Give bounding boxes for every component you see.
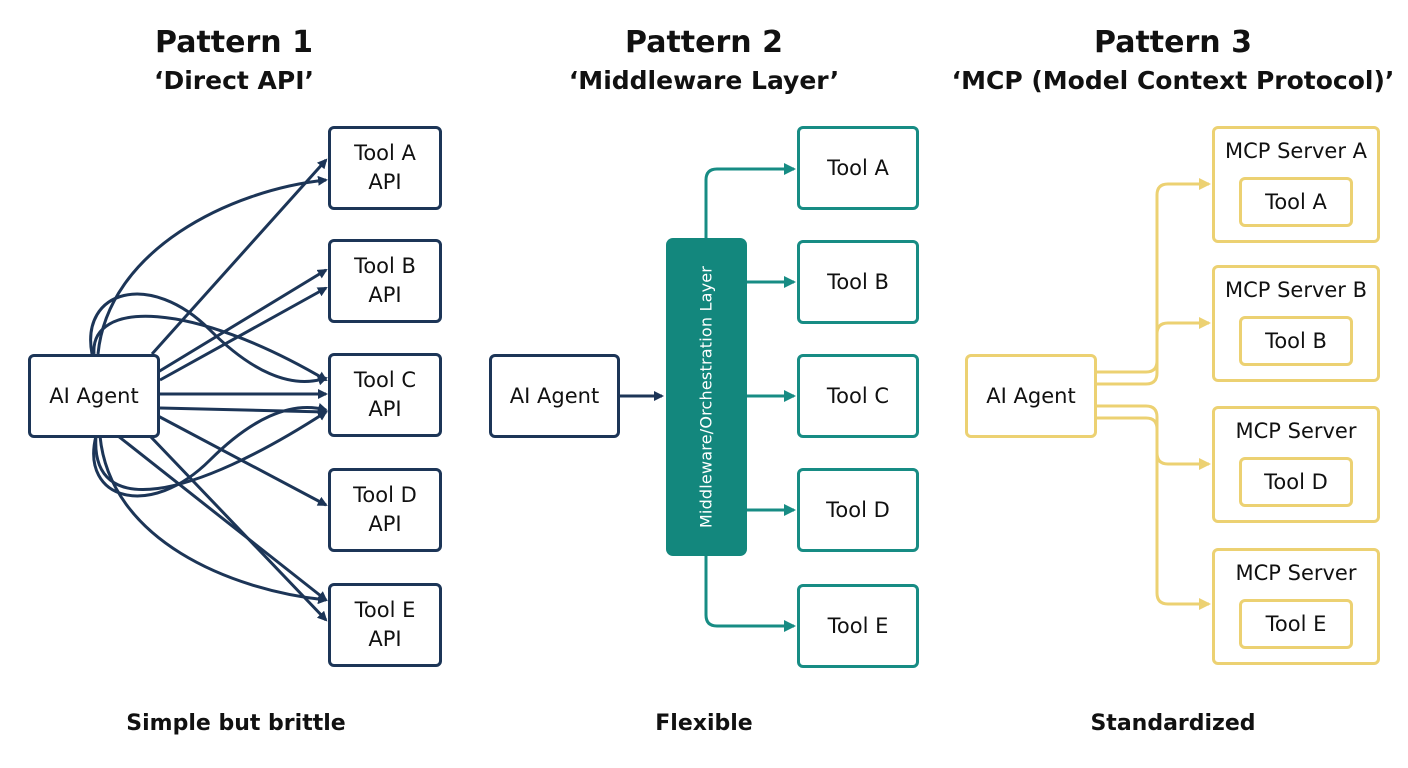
mcp-server-b-tool: Tool B (1239, 316, 1353, 366)
pattern2-caption: Flexible (655, 711, 753, 736)
pattern2-title: Pattern 2 (625, 25, 783, 60)
p1-line (117, 434, 328, 602)
p1-line (159, 286, 328, 382)
pattern3-subtitle: ‘MCP (Model Context Protocol)’ (951, 66, 1395, 95)
p2-line (704, 556, 796, 632)
p2-tool-e-label: Tool E (827, 613, 889, 638)
p1-tool-b: Tool B API (328, 239, 442, 323)
p1-line (150, 158, 328, 356)
pattern2-subtitle: ‘Middleware Layer’ (568, 66, 840, 95)
p2-tool-b: Tool B (797, 240, 919, 324)
p2-ai-agent: AI Agent (489, 354, 620, 438)
p2-tool-a: Tool A (797, 126, 919, 210)
p1-curve (98, 435, 328, 605)
middleware-layer-label: Middleware/Orchestration Layer (696, 265, 716, 529)
p1-line (159, 406, 328, 417)
p1-line (157, 268, 328, 374)
pattern3-connections (1097, 178, 1211, 610)
mcp-server-e-tool: Tool E (1239, 599, 1353, 649)
pattern1-connections (89, 158, 328, 622)
p1-tool-e-label: Tool E API (354, 598, 416, 651)
p1-tool-c-label: Tool C API (353, 368, 417, 421)
mcp-server-b: MCP Server B Tool B (1212, 265, 1380, 382)
pattern2-connections (620, 163, 796, 632)
p1-curve (96, 175, 328, 355)
p1-tool-c: Tool C API (328, 353, 442, 437)
p3-line (1097, 178, 1211, 374)
mcp-server-a-tool-label: Tool A (1265, 190, 1327, 214)
middleware-layer: Middleware/Orchestration Layer (666, 238, 747, 556)
mcp-server-b-label: MCP Server B (1224, 278, 1368, 302)
p1-curve (92, 314, 328, 382)
p1-curve (94, 410, 328, 491)
p1-ai-agent: AI Agent (28, 354, 160, 438)
mcp-server-d-label: MCP Server (1235, 419, 1357, 443)
p1-tool-a-label: Tool A API (354, 141, 416, 194)
mcp-server-a: MCP Server A Tool A (1212, 126, 1380, 243)
p3-ai-agent-label: AI Agent (986, 383, 1076, 408)
pattern3-title: Pattern 3 (1094, 25, 1252, 60)
pattern3-caption: Standardized (1090, 711, 1256, 736)
p3-line (1097, 317, 1211, 386)
p1-tool-d: Tool D API (328, 468, 442, 552)
mcp-server-d-tool: Tool D (1239, 457, 1353, 507)
mcp-server-e-label: MCP Server (1235, 561, 1357, 585)
p1-tool-d-label: Tool D API (353, 483, 417, 536)
p1-curve (92, 403, 328, 498)
p2-tool-d-label: Tool D (826, 497, 890, 522)
p2-line (704, 163, 796, 238)
mcp-server-b-tool-label: Tool B (1265, 329, 1327, 353)
mcp-server-a-label: MCP Server A (1224, 139, 1368, 163)
p2-tool-e: Tool E (797, 584, 919, 668)
p1-line (148, 434, 328, 622)
p1-ai-agent-label: AI Agent (49, 383, 139, 408)
p1-tool-e: Tool E API (328, 583, 442, 667)
mcp-server-a-tool: Tool A (1239, 177, 1353, 227)
p1-tool-a: Tool A API (328, 126, 442, 210)
pattern1-caption: Simple but brittle (126, 711, 346, 736)
pattern1-subtitle: ‘Direct API’ (153, 66, 315, 95)
mcp-server-e-tool-label: Tool E (1265, 612, 1327, 636)
p2-tool-d: Tool D (797, 468, 919, 552)
p2-ai-agent-label: AI Agent (509, 383, 600, 408)
mcp-server-e: MCP Server Tool E (1212, 548, 1380, 665)
p3-ai-agent: AI Agent (965, 354, 1097, 438)
mcp-server-d-tool-label: Tool D (1264, 470, 1328, 494)
p2-tool-c-label: Tool C (826, 383, 890, 408)
p3-line (1097, 404, 1211, 470)
p2-tool-c: Tool C (797, 354, 919, 438)
p2-tool-a-label: Tool A (827, 155, 889, 180)
mcp-server-d: MCP Server Tool D (1212, 406, 1380, 523)
pattern1-title: Pattern 1 (155, 25, 313, 60)
p1-tool-b-label: Tool B API (354, 254, 416, 307)
p3-line (1097, 416, 1211, 610)
p2-tool-b-label: Tool B (827, 269, 889, 294)
